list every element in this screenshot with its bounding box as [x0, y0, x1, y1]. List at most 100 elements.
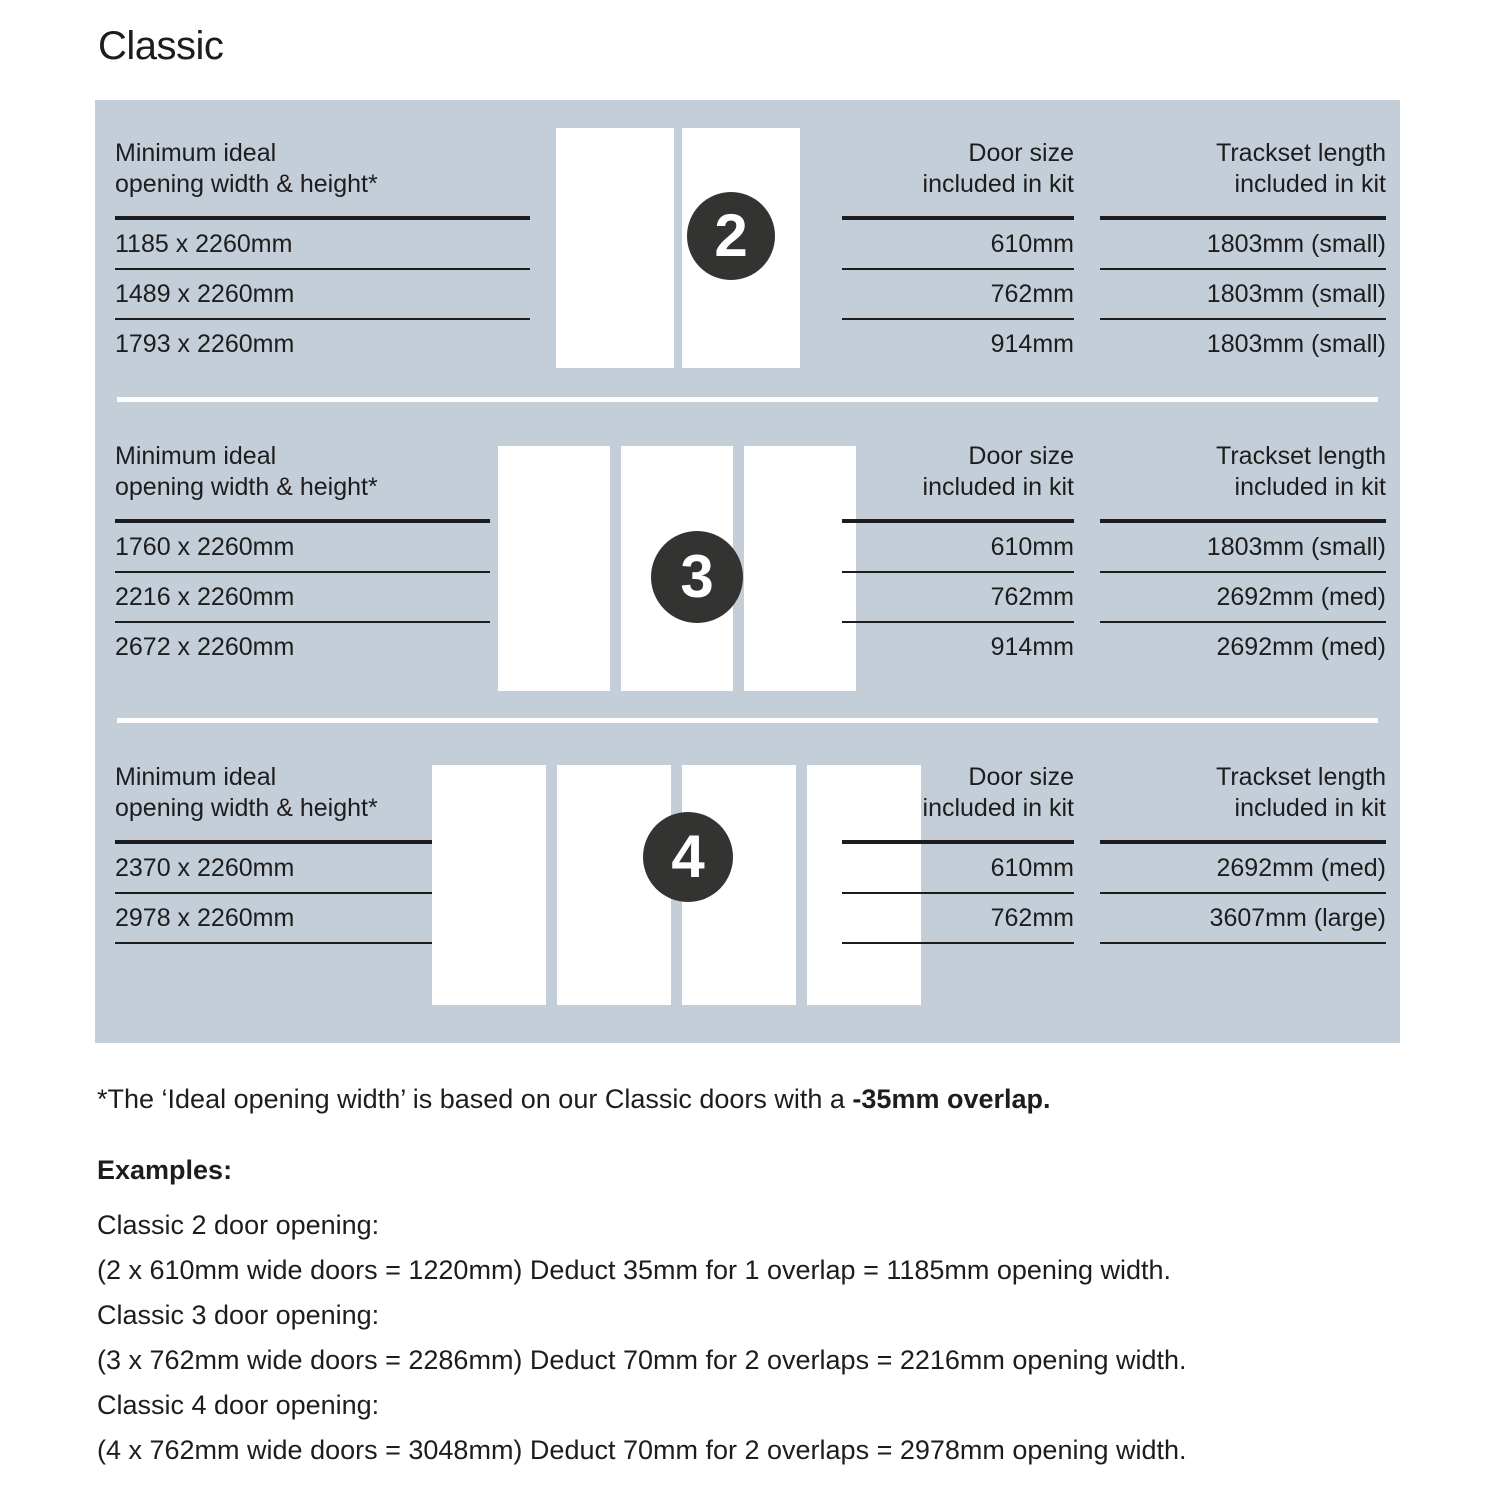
trackset-length-cell: 3607mm (large) — [1209, 904, 1386, 932]
opening-size-cell: 2216 x 2260mm — [115, 583, 295, 611]
page-title: Classic — [98, 24, 224, 68]
trackset-length-cell: 1803mm (small) — [1206, 533, 1386, 561]
row-rule — [1100, 942, 1386, 944]
header-rule — [1100, 840, 1386, 844]
row-rule — [842, 571, 1074, 573]
opening-size-cell: 2978 x 2260mm — [115, 904, 295, 932]
examples-list: Classic 2 door opening: (2 x 610mm wide … — [97, 1203, 1187, 1473]
row-rule — [842, 892, 1074, 894]
door-size-cell: 762mm — [990, 904, 1074, 932]
header-rule — [842, 840, 1074, 844]
row-rule — [1100, 318, 1386, 320]
row-rule — [1100, 268, 1386, 270]
door-size-cell: 914mm — [990, 330, 1074, 358]
specification-panel: Minimum ideal opening width & height* 11… — [95, 100, 1400, 1043]
row-rule — [842, 621, 1074, 623]
opening-size-header: Minimum ideal opening width & height* — [115, 442, 378, 501]
trackset-length-cell: 2692mm (med) — [1216, 583, 1387, 611]
row-rule — [842, 268, 1074, 270]
opening-size-table-3-door: Minimum ideal opening width & height* 17… — [115, 441, 490, 671]
door-size-column: Door size included in kit 610mm 762mm 91… — [842, 441, 1100, 671]
overlap-footnote: *The ‘Ideal opening width’ is based on o… — [97, 1084, 1051, 1115]
trackset-length-header: Trackset length included in kit — [1216, 139, 1386, 198]
door-panel — [807, 765, 921, 1005]
header-rule — [115, 216, 530, 220]
trackset-length-cell: 1803mm (small) — [1206, 230, 1386, 258]
example-line: Classic 4 door opening: — [97, 1390, 380, 1420]
door-count-badge-2: 2 — [687, 192, 775, 280]
opening-size-cell: 1793 x 2260mm — [115, 330, 295, 358]
example-line: Classic 2 door opening: — [97, 1210, 380, 1240]
door-size-cell: 610mm — [990, 230, 1074, 258]
header-rule — [842, 519, 1074, 523]
example-line: (4 x 762mm wide doors = 3048mm) Deduct 7… — [97, 1435, 1187, 1465]
door-count-badge-4: 4 — [643, 812, 733, 902]
trackset-length-cell: 1803mm (small) — [1206, 280, 1386, 308]
examples-heading: Examples: — [97, 1155, 233, 1185]
door-count-badge-3: 3 — [651, 531, 743, 623]
section-divider — [117, 397, 1378, 402]
header-rule — [115, 519, 490, 523]
door-diagram-4 — [432, 765, 921, 1005]
kit-contents-table-3-door: Door size included in kit 610mm 762mm 91… — [842, 441, 1390, 671]
door-gap — [610, 446, 621, 691]
row-rule — [115, 892, 433, 894]
door-gap — [796, 765, 807, 1005]
door-panel — [432, 765, 546, 1005]
trackset-length-column: Trackset length included in kit 1803mm (… — [1100, 138, 1390, 368]
door-size-header: Door size included in kit — [922, 442, 1074, 501]
example-line: (2 x 610mm wide doors = 1220mm) Deduct 3… — [97, 1255, 1172, 1285]
door-size-column: Door size included in kit 610mm 762mm — [842, 762, 1100, 944]
opening-size-table-2-door: Minimum ideal opening width & height* 11… — [115, 138, 530, 368]
trackset-length-cell: 2692mm (med) — [1216, 854, 1387, 882]
trackset-length-header: Trackset length included in kit — [1216, 442, 1386, 501]
row-rule — [842, 942, 1074, 944]
door-size-cell: 762mm — [990, 583, 1074, 611]
door-panel — [744, 446, 856, 691]
door-size-cell: 914mm — [990, 633, 1074, 661]
row-rule — [1100, 892, 1386, 894]
trackset-length-column: Trackset length included in kit 1803mm (… — [1100, 441, 1390, 671]
opening-size-header: Minimum ideal opening width & height* — [115, 139, 378, 198]
opening-size-cell: 2370 x 2260mm — [115, 854, 295, 882]
footnote-emphasis: -35mm overlap. — [852, 1084, 1051, 1114]
spec-section-4-door: Minimum ideal opening width & height* 23… — [95, 724, 1400, 1043]
row-rule — [115, 621, 490, 623]
kit-contents-table-2-door: Door size included in kit 610mm 762mm 91… — [842, 138, 1390, 368]
door-gap — [546, 765, 557, 1005]
row-rule — [115, 318, 530, 320]
row-rule — [1100, 621, 1386, 623]
opening-size-table-4-door: Minimum ideal opening width & height* 23… — [115, 762, 433, 944]
header-rule — [115, 840, 433, 844]
section-divider — [117, 718, 1378, 723]
opening-size-cell: 1489 x 2260mm — [115, 280, 295, 308]
trackset-length-cell: 1803mm (small) — [1206, 330, 1386, 358]
row-rule — [1100, 571, 1386, 573]
spec-section-3-door: Minimum ideal opening width & height* 17… — [95, 403, 1400, 718]
door-panel — [498, 446, 610, 691]
footnote-text: *The ‘Ideal opening width’ is based on o… — [97, 1084, 853, 1114]
door-diagram-3 — [498, 446, 856, 691]
door-size-header: Door size included in kit — [922, 139, 1074, 198]
example-line: Classic 3 door opening: — [97, 1300, 380, 1330]
door-size-cell: 762mm — [990, 280, 1074, 308]
door-size-cell: 610mm — [990, 854, 1074, 882]
opening-size-cell: 1760 x 2260mm — [115, 533, 295, 561]
trackset-length-header: Trackset length included in kit — [1216, 763, 1386, 822]
opening-size-cell: 2672 x 2260mm — [115, 633, 295, 661]
row-rule — [842, 318, 1074, 320]
header-rule — [1100, 519, 1386, 523]
trackset-length-cell: 2692mm (med) — [1216, 633, 1387, 661]
example-line: (3 x 762mm wide doors = 2286mm) Deduct 7… — [97, 1345, 1187, 1375]
door-gap — [674, 128, 682, 368]
opening-size-header: Minimum ideal opening width & height* — [115, 763, 378, 822]
row-rule — [115, 571, 490, 573]
door-size-header: Door size included in kit — [922, 763, 1074, 822]
header-rule — [842, 216, 1074, 220]
door-size-cell: 610mm — [990, 533, 1074, 561]
row-rule — [115, 268, 530, 270]
spec-section-2-door: Minimum ideal opening width & height* 11… — [95, 100, 1400, 397]
trackset-length-column: Trackset length included in kit 2692mm (… — [1100, 762, 1390, 944]
door-size-column: Door size included in kit 610mm 762mm 91… — [842, 138, 1100, 368]
row-rule — [115, 942, 433, 944]
